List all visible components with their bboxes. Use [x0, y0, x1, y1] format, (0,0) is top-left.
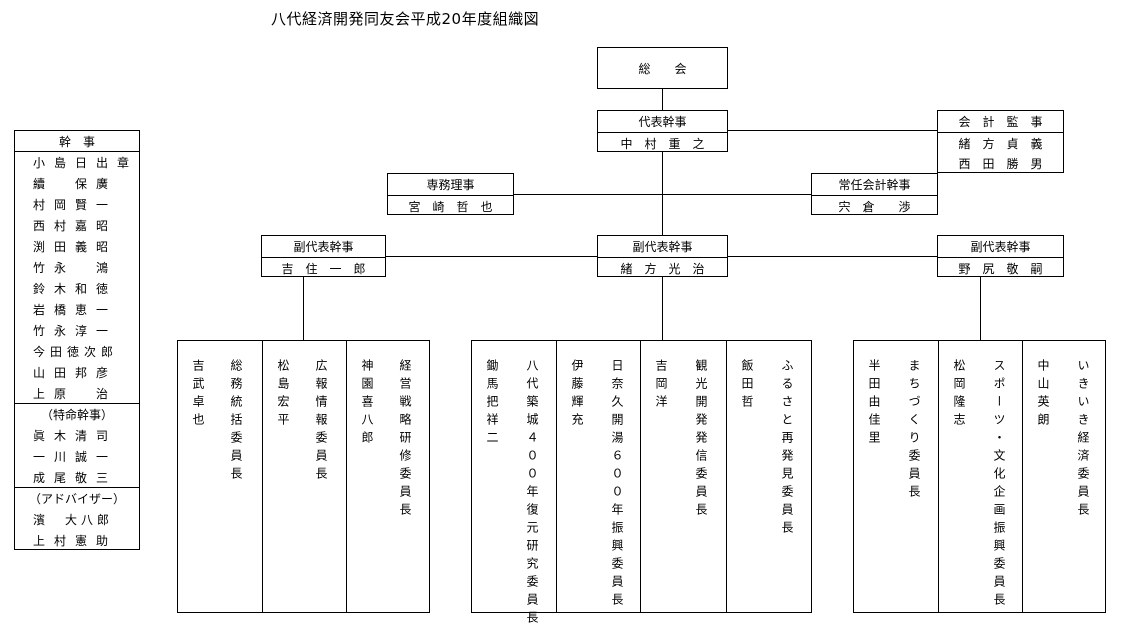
committee-column: 日奈久開湯６００年振興委員長 伊藤輝充: [556, 341, 640, 612]
member-name: 村岡賢一: [33, 198, 118, 212]
vice-role: 副代表幹事: [970, 240, 1031, 254]
vice-role: 副代表幹事: [632, 240, 693, 254]
special-member-name: 成尾敬三: [15, 467, 139, 488]
vice-box-2: 副代表幹事 緒 方 光 治: [597, 235, 728, 277]
committee-chair: 吉岡洋: [654, 359, 668, 413]
committee-column: まちづくり委員長 半田由佳里: [854, 341, 938, 612]
vice-box-1: 副代表幹事 吉 住 一 郎: [261, 235, 386, 277]
committee-column: 広報情報委員長 松島宏平: [262, 341, 346, 612]
committee-chair: 松岡隆志: [952, 359, 966, 431]
page-title: 八代経済開発同友会平成20年度組織図: [271, 10, 540, 28]
director-role: 専務理事: [426, 178, 475, 192]
committee-column: いきいき経済委員長 中山英朗: [1022, 341, 1106, 612]
advisor-name: 濱 大八郎: [33, 513, 114, 527]
committee-group-2: 八代築城４００年復元研究委員長 鋤馬把祥二 日奈久開湯６００年振興委員長 伊藤輝…: [471, 340, 812, 629]
committee-group-1: 総務統括委員長 吉武卓也 広報情報委員長 松島宏平 経営戦略研修委員長 神園喜八…: [177, 340, 430, 613]
member-name: 小島日出章: [33, 156, 139, 170]
committee-title: スポーツ・文化企画振興委員長: [992, 359, 1006, 611]
treasurer-role: 常任会計幹事: [838, 178, 911, 192]
treasurer-name: 宍 倉 渉: [812, 195, 937, 216]
committee-chair: 中山英朗: [1036, 359, 1050, 431]
committee-title: 総務統括委員長: [229, 359, 243, 485]
member-name: 今田徳次郎: [33, 345, 119, 359]
connector-group-left: [303, 277, 304, 340]
special-member-name: 眞木清司: [33, 429, 118, 443]
committee-title: いきいき経済委員長: [1076, 359, 1090, 521]
committee-group-3: まちづくり委員長 半田由佳里 スポーツ・文化企画振興委員長 松岡隆志 いきいき経…: [853, 340, 1106, 613]
committee-chair: 半田由佳里: [867, 359, 881, 449]
director-name: 宮 崎 哲 也: [388, 195, 513, 216]
general-meeting-box: 総 会: [597, 47, 728, 89]
committee-title: 八代築城４００年復元研究委員長: [525, 359, 539, 629]
special-member-name: 一川誠一: [33, 450, 118, 464]
committee-chair: 鋤馬把祥二: [485, 359, 499, 449]
committee-column: 経営戦略研修委員長 神園喜八郎: [346, 341, 430, 612]
vice-name: 吉 住 一 郎: [262, 257, 385, 278]
committee-chair: 松島宏平: [276, 359, 290, 431]
committee-chair: 神園喜八郎: [360, 359, 374, 449]
committee-column: スポーツ・文化企画振興委員長 松岡隆志: [938, 341, 1022, 612]
advisor-header: （アドバイザー）: [28, 492, 125, 506]
vice-name: 野 尻 敬 嗣: [938, 257, 1063, 278]
committee-chair: 伊藤輝充: [570, 359, 584, 431]
member-name: 岩橋恵一: [33, 303, 118, 317]
committee-column: 八代築城４００年復元研究委員長 鋤馬把祥二: [472, 341, 556, 629]
committee-title: まちづくり委員長: [907, 359, 921, 503]
auditor-name-2: 西 田 勝 男: [958, 157, 1043, 171]
committee-chair: 吉武卓也: [191, 359, 205, 431]
special-header: （特命幹事）: [40, 408, 113, 422]
auditor-name-1: 緒 方 貞 義: [938, 132, 1063, 153]
general-meeting-label: 総 会: [638, 61, 687, 76]
member-name: 山田邦彦: [33, 366, 118, 380]
committee-column: ふるさと再発見委員長 飯田哲: [726, 341, 812, 612]
vice-name: 緒 方 光 治: [598, 257, 727, 278]
committee-title: 経営戦略研修委員長: [398, 359, 412, 521]
director-box: 専務理事 宮 崎 哲 也: [387, 173, 514, 215]
connector-group-right: [980, 277, 981, 340]
member-name: 上原 治: [15, 383, 139, 404]
auditor-role: 会 計 監 事: [958, 115, 1043, 129]
members-panel: 幹 事 小島日出章 續 保廣 村岡賢一 西村嘉昭 渕田義昭 竹永 鴻 鈴木和徳 …: [14, 130, 140, 550]
president-box: 代表幹事 中 村 重 之: [597, 110, 728, 152]
connector-staff: [513, 194, 811, 195]
member-name: 續 保廣: [33, 177, 118, 191]
member-name: 西村嘉昭: [33, 219, 118, 233]
vice-role: 副代表幹事: [293, 240, 354, 254]
member-name: 渕田義昭: [33, 240, 118, 254]
member-name: 竹永 鴻: [33, 261, 118, 275]
advisor-name: 上村憲助: [33, 534, 118, 548]
treasurer-box: 常任会計幹事 宍 倉 渉: [811, 173, 938, 215]
connector-trunk: [662, 88, 663, 340]
committee-title: 観光開発発信委員長: [694, 359, 708, 521]
auditor-box: 会 計 監 事 緒 方 貞 義 西 田 勝 男: [937, 110, 1064, 173]
president-name: 中 村 重 之: [598, 132, 727, 153]
committee-title: 日奈久開湯６００年振興委員長: [610, 359, 624, 611]
members-header: 幹 事: [15, 131, 139, 152]
vice-box-3: 副代表幹事 野 尻 敬 嗣: [937, 235, 1064, 277]
committee-title: 広報情報委員長: [314, 359, 328, 485]
committee-column: 総務統括委員長 吉武卓也: [178, 341, 262, 612]
committee-column: 観光開発発信委員長 吉岡洋: [640, 341, 726, 612]
committee-title: ふるさと再発見委員長: [780, 359, 794, 539]
connector-auditor: [727, 130, 937, 131]
member-name: 鈴木和徳: [33, 282, 118, 296]
president-role: 代表幹事: [638, 115, 687, 129]
committee-chair: 飯田哲: [740, 359, 754, 413]
member-name: 竹永淳一: [33, 324, 118, 338]
